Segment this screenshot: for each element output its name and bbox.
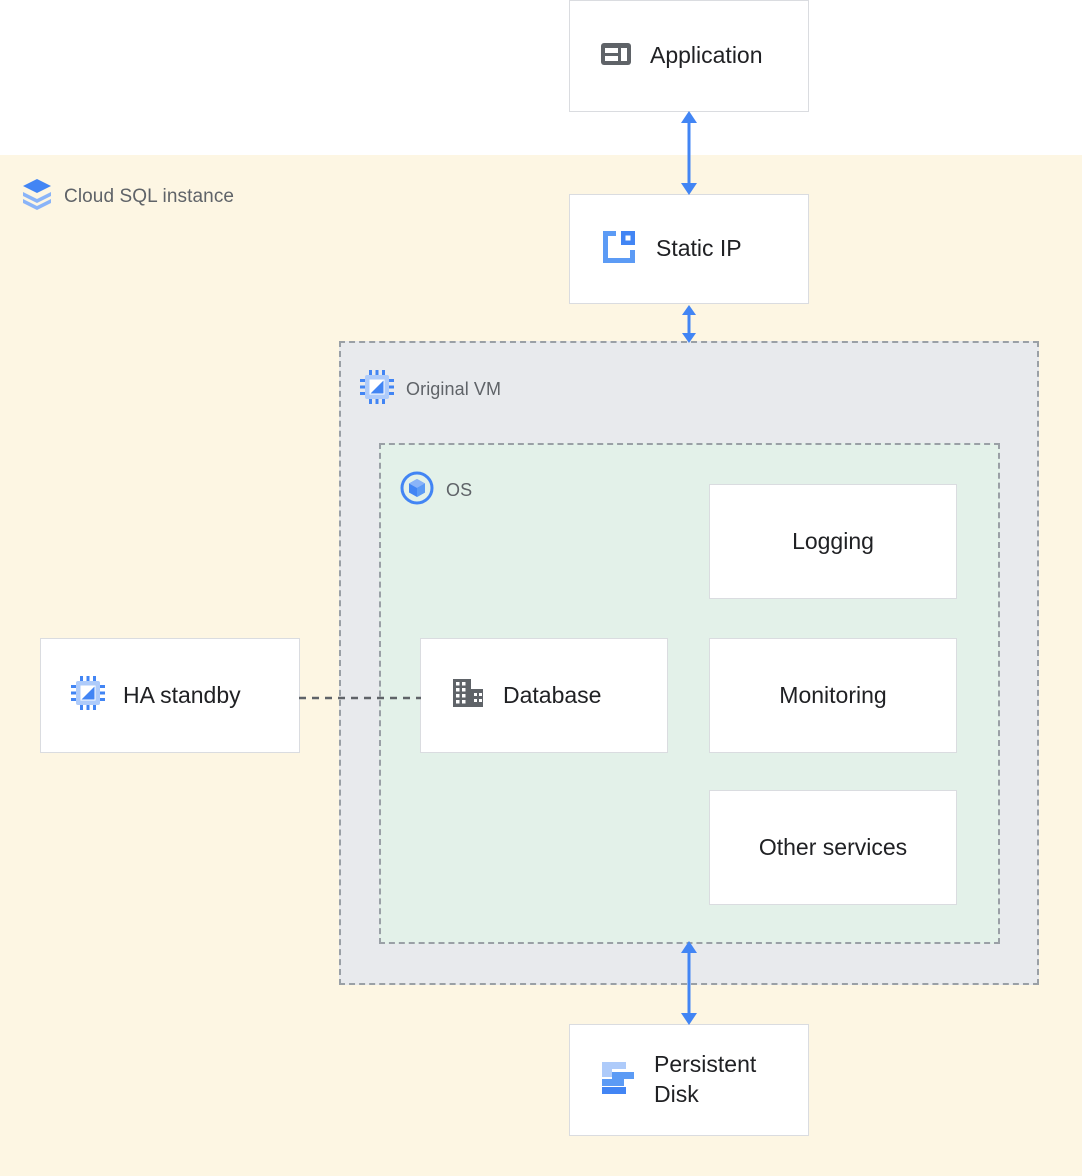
connector-os-to-persistent-disk	[669, 940, 709, 1031]
application-layout-icon	[600, 38, 632, 75]
node-other-services[interactable]: Other services	[709, 790, 957, 905]
node-ha-standby[interactable]: HA standby	[40, 638, 300, 753]
node-ha-standby-label: HA standby	[123, 681, 241, 708]
persistent-disk-steps-icon	[600, 1060, 636, 1101]
node-static-ip-label: Static IP	[656, 235, 742, 262]
node-persistent-disk-label: Persistent Disk	[654, 1051, 757, 1107]
cpu-chip-icon	[71, 676, 105, 715]
cloud-sql-instance-label: Cloud SQL instance	[64, 185, 235, 207]
node-application-label: Application	[650, 42, 763, 69]
node-persistent-disk[interactable]: Persistent Disk	[569, 1024, 809, 1136]
original-vm-label: Original VM	[406, 379, 502, 399]
cpu-chip-icon	[360, 370, 394, 409]
node-logging-label: Logging	[792, 527, 874, 554]
node-logging[interactable]: Logging	[709, 484, 957, 599]
cloud-sql-instance-label-group: Cloud SQL instance	[22, 178, 234, 215]
node-static-ip[interactable]: Static IP	[569, 194, 809, 304]
static-ip-square-icon	[600, 228, 638, 271]
node-application[interactable]: Application	[569, 0, 809, 112]
node-other-services-label: Other services	[758, 833, 908, 860]
node-monitoring[interactable]: Monitoring	[709, 638, 957, 753]
os-label-group: OS	[400, 471, 472, 510]
cloud-sql-stacked-layers-icon	[22, 178, 52, 215]
node-database[interactable]: Database	[420, 638, 668, 753]
node-monitoring-label: Monitoring	[779, 681, 887, 708]
node-database-label: Database	[503, 681, 602, 708]
os-label: OS	[446, 480, 473, 500]
connector-static-ip-to-vm	[669, 304, 709, 349]
original-vm-label-group: Original VM	[360, 370, 501, 409]
connector-application-to-static-ip	[669, 110, 709, 201]
connector-ha-standby-to-os	[299, 688, 421, 706]
os-cube-circle-icon	[400, 471, 434, 510]
database-building-icon	[451, 677, 485, 714]
